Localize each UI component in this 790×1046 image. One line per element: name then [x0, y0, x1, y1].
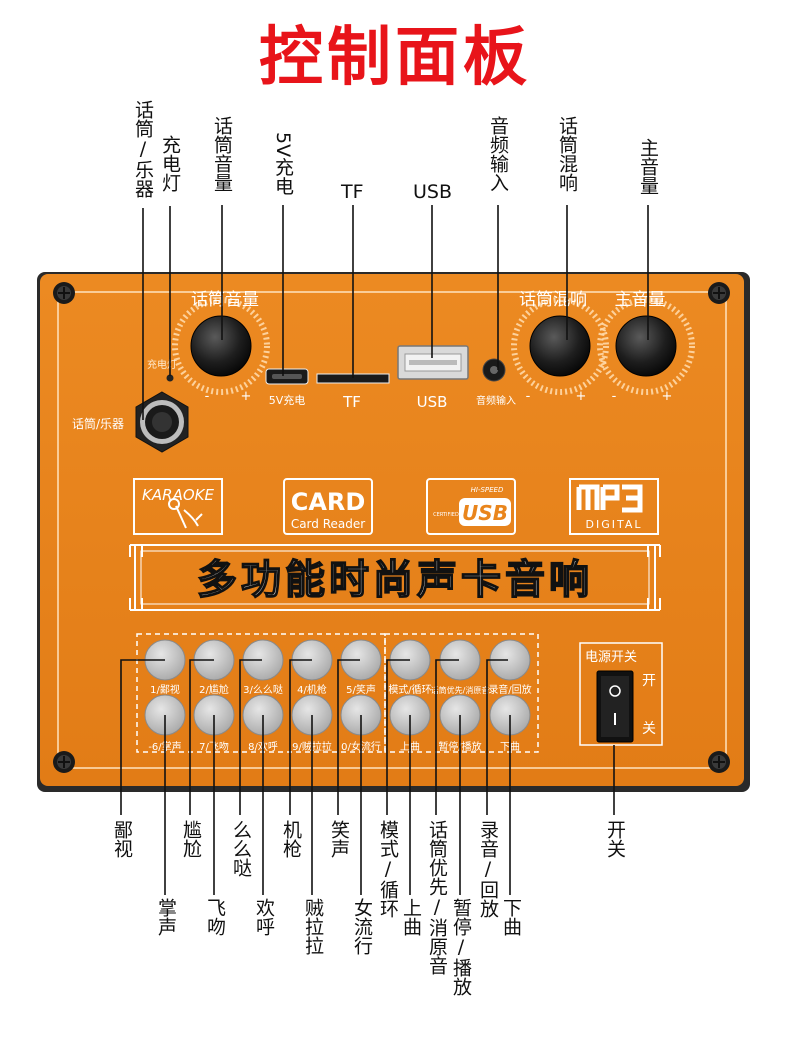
callout-mode-loop: 模式/循环 [377, 820, 399, 918]
audio-input-callout: 音频输入 [487, 116, 509, 192]
mic-volume-knob-label: 话筒音量 [191, 290, 259, 310]
master-volume-callout: 主音量 [637, 138, 659, 195]
callout-next-track: 下曲 [500, 898, 522, 936]
power-switch[interactable] [596, 670, 634, 743]
panel-button-label: 话筒优先/消原音 [431, 685, 490, 695]
tf-card-slot-label: TF [342, 393, 361, 411]
karaoke-logo: KARAOKE [133, 478, 223, 535]
charge-5v-callout: 5V充电 [272, 132, 294, 196]
usb-logo-text: USB [462, 501, 508, 525]
callout-prev-track: 上曲 [400, 898, 422, 936]
callout-xiaosheng: 笑声 [328, 820, 350, 858]
callout-feiwen: 飞吻 [204, 898, 226, 936]
screw-icon [708, 751, 730, 773]
mic-volume-knob[interactable] [172, 297, 270, 395]
mic-reverb-knob-label: 话筒混响 [519, 290, 587, 310]
charge-light-label: 充电灯 [147, 358, 177, 371]
power-on-label: 开 [642, 673, 656, 689]
panel-button-label: 3/么么哒 [243, 683, 283, 696]
card-logo-text: CARD [291, 488, 366, 516]
panel-button-label: 5/笑声 [346, 683, 376, 696]
master-volume-knob[interactable] [597, 297, 695, 395]
usb-callout: USB [413, 181, 453, 203]
callout-jiqiang: 机枪 [280, 820, 302, 858]
charge-port-label: 5V充电 [269, 393, 306, 407]
callout-zeilala: 贼拉拉 [302, 898, 324, 955]
plus-label: + [662, 389, 673, 404]
usb-port[interactable] [397, 345, 469, 380]
power-off-label: 关 [642, 721, 656, 737]
power-switch-panel: 电源开关 开 关 [579, 642, 663, 746]
mic-reverb-knob[interactable] [511, 297, 609, 395]
callout-record-playback: 录音/回放 [477, 820, 499, 918]
plus-label: + [576, 389, 587, 404]
callout-nvliuxing: 女流行 [351, 898, 373, 955]
mic-instrument-jack[interactable] [135, 391, 189, 453]
playback-buttons-group [384, 633, 539, 753]
mp3-digital-text: DIGITAL [585, 518, 642, 531]
minus-label: - [612, 389, 617, 404]
effect-buttons-group [136, 633, 386, 753]
master-volume-knob-label: 主音量 [615, 290, 666, 310]
panel-button-label: 录音/回放 [488, 683, 531, 696]
audio-input-jack-label: 音频输入 [476, 394, 516, 407]
mic-instrument-callout: 话筒/乐器 [132, 100, 154, 198]
mp3-digital-logo: DIGITAL [569, 478, 659, 535]
callout-ganga: 尴尬 [180, 820, 202, 858]
panel-button-label: 1/鄙视 [150, 683, 180, 696]
card-reader-text: Card Reader [291, 517, 365, 531]
panel-button-label: 模式/循环 [388, 683, 431, 696]
callout-huanhu: 欢呼 [253, 898, 275, 936]
screw-icon [53, 751, 75, 773]
callout-power: 开关 [604, 820, 626, 858]
card-reader-logo: CARD Card Reader [283, 478, 373, 535]
panel-button-label: 4/机枪 [297, 683, 327, 696]
callout-mic-priority: 话筒优先/消原音 [426, 820, 448, 975]
karaoke-logo-text: KARAOKE [142, 486, 214, 504]
leader-lines [120, 205, 649, 895]
charge-light-callout: 充电灯 [159, 135, 181, 192]
minus-label: - [205, 389, 210, 404]
mic-instrument-jack-label: 话筒/乐器 [72, 416, 124, 431]
callout-pause-play: 暂停/播放 [450, 898, 472, 996]
product-name-banner: 多功能时尚声卡音响 [129, 544, 661, 611]
minus-label: - [526, 389, 531, 404]
callout-zhangsheng: 掌声 [155, 898, 177, 936]
product-name-text: 多功能时尚声卡音响 [197, 557, 593, 603]
screw-icon [53, 282, 75, 304]
audio-input-jack[interactable] [482, 358, 506, 382]
usb-certified-text: CERTIFIED [433, 512, 459, 518]
power-on-symbol-icon [614, 713, 616, 725]
callout-bishi: 鄙视 [111, 820, 133, 858]
usb-hispeed-text: HI-SPEED [471, 486, 504, 494]
usb-certified-logo: HI-SPEED CERTIFIED USB [426, 478, 516, 535]
callout-memeda: 么么哒 [230, 820, 252, 877]
panel-border [57, 291, 727, 769]
charge-port[interactable] [265, 368, 309, 385]
panel-button-label: 2/尴尬 [199, 683, 229, 696]
plus-label: + [241, 389, 252, 404]
mic-volume-callout: 话筒音量 [211, 116, 233, 192]
screw-icon [708, 282, 730, 304]
usb-port-label: USB [417, 393, 448, 411]
tf-callout: TF [341, 181, 364, 203]
charge-light-indicator [166, 374, 174, 382]
mic-reverb-callout: 话筒混响 [556, 116, 578, 192]
power-switch-title: 电源开关 [585, 650, 637, 665]
power-off-symbol-icon [609, 685, 621, 697]
page-title: 控制面板 [259, 21, 531, 95]
